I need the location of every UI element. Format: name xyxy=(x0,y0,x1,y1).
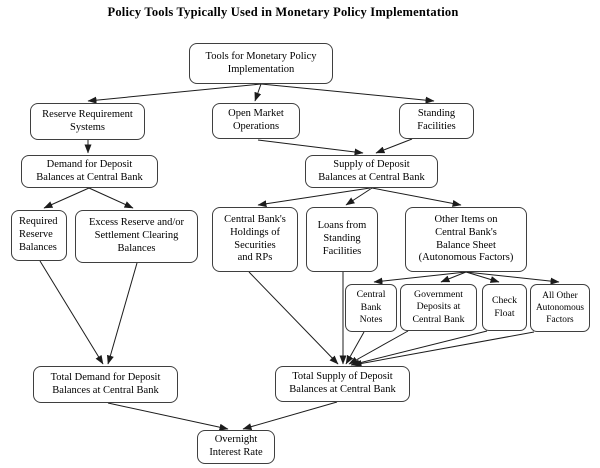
node-total-demand-deposit-balances: Total Demand for Deposit Balances at Cen… xyxy=(33,366,178,403)
edge-total-demand-to-overnight xyxy=(107,402,229,431)
node-demand-for-deposit-balances: Demand for Deposit Balances at Central B… xyxy=(21,155,158,188)
edge-demand-to-required-reserve xyxy=(43,187,90,209)
edge-other-items-to-cb-notes xyxy=(373,271,467,285)
node-standing-facilities: Standing Facilities xyxy=(399,103,474,139)
node-label: Central Bank's Holdings of Securities an… xyxy=(224,213,286,264)
edge-other-items-to-gov-deposits xyxy=(440,271,467,283)
edge-standing-facilities-to-supply xyxy=(375,138,413,154)
edge-gov-deposits-to-total-supply xyxy=(348,330,409,365)
node-all-other-autonomous-factors: All Other Autonomous Factors xyxy=(530,284,590,332)
node-label: All Other Autonomous Factors xyxy=(535,290,585,326)
node-label: Central Bank Notes xyxy=(356,289,386,326)
edge-check-float-to-total-supply xyxy=(350,330,488,367)
node-central-bank-notes: Central Bank Notes xyxy=(345,284,397,332)
node-check-float: Check Float xyxy=(482,284,527,331)
edge-supply-to-cb-holdings xyxy=(257,187,371,208)
edge-tools-to-standing-facilities xyxy=(260,83,435,104)
edge-other-items-to-check-float xyxy=(465,271,500,283)
node-label: Supply of Deposit Balances at Central Ba… xyxy=(318,158,425,183)
edge-tools-to-reserve-requirement xyxy=(87,83,262,104)
edge-open-market-to-supply xyxy=(257,139,364,156)
edge-cb-notes-to-total-supply xyxy=(345,331,365,365)
node-excess-reserve-settlement-balances: Excess Reserve and/or Settlement Clearin… xyxy=(75,210,198,263)
node-tools-for-monetary-policy: Tools for Monetary Policy Implementation xyxy=(189,43,333,84)
node-other-items-balance-sheet: Other Items on Central Bank's Balance Sh… xyxy=(405,207,527,272)
edge-excess-reserve-to-total-demand xyxy=(106,262,138,365)
node-overnight-interest-rate: Overnight Interest Rate xyxy=(197,430,275,464)
edge-supply-to-loans-standing xyxy=(345,187,373,206)
node-loans-from-standing-facilities: Loans from Standing Facilities xyxy=(306,207,378,272)
node-label: Total Supply of Deposit Balances at Cent… xyxy=(289,371,396,395)
edge-all-other-to-total-supply xyxy=(352,331,535,367)
node-label: Reserve Requirement Systems xyxy=(42,108,133,133)
diagram-title: Policy Tools Typically Used in Monetary … xyxy=(107,5,459,19)
node-label: Tools for Monetary Policy Implementation xyxy=(205,50,317,75)
node-central-bank-holdings: Central Bank's Holdings of Securities an… xyxy=(212,207,298,272)
edge-total-supply-to-overnight xyxy=(242,401,338,431)
node-supply-of-deposit-balances: Supply of Deposit Balances at Central Ba… xyxy=(305,155,438,188)
node-government-deposits: Government Deposits at Central Bank xyxy=(400,284,477,331)
node-total-supply-deposit-balances: Total Supply of Deposit Balances at Cent… xyxy=(275,366,410,402)
edge-other-items-to-all-other xyxy=(465,271,560,285)
edge-demand-to-excess-reserve xyxy=(88,187,134,209)
edge-cb-holdings-to-total-supply xyxy=(248,271,339,365)
edge-supply-to-other-items xyxy=(371,187,462,207)
node-label: Demand for Deposit Balances at Central B… xyxy=(36,158,143,183)
node-label: Standing Facilities xyxy=(417,108,456,132)
node-label: Excess Reserve and/or Settlement Clearin… xyxy=(88,217,185,254)
node-label: Overnight Interest Rate xyxy=(209,434,263,458)
edge-tools-to-open-market xyxy=(254,83,262,102)
node-label: Loans from Standing Facilities xyxy=(317,220,367,257)
node-label: Required Reserve Balances xyxy=(19,216,58,253)
node-open-market-operations: Open Market Operations xyxy=(212,103,300,139)
edge-required-reserve-to-total-demand xyxy=(39,260,104,365)
node-label: Government Deposits at Central Bank xyxy=(412,288,465,325)
node-reserve-requirement-systems: Reserve Requirement Systems xyxy=(30,103,145,140)
node-label: Total Demand for Deposit Balances at Cen… xyxy=(50,371,161,396)
node-label: Other Items on Central Bank's Balance Sh… xyxy=(418,213,514,264)
node-required-reserve-balances: Required Reserve Balances xyxy=(11,210,67,261)
node-label: Check Float xyxy=(491,294,518,319)
node-label: Open Market Operations xyxy=(228,108,284,132)
